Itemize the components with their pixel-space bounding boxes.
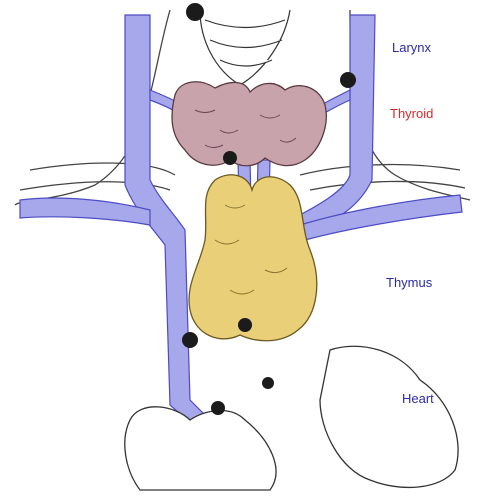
lymph-node xyxy=(182,332,198,348)
lymph-node xyxy=(262,377,274,389)
lymph-node xyxy=(238,318,252,332)
label-thymus: Thymus xyxy=(386,275,433,290)
thymus-gland xyxy=(189,175,317,341)
lymph-node xyxy=(186,3,204,21)
thyroid-gland xyxy=(172,82,326,166)
label-heart: Heart xyxy=(402,391,434,406)
label-larynx: Larynx xyxy=(392,40,432,55)
lymph-node xyxy=(340,72,356,88)
larynx-structure xyxy=(200,10,290,85)
lymph-node xyxy=(211,401,225,415)
label-thyroid: Thyroid xyxy=(390,106,433,121)
lymph-node xyxy=(223,151,237,165)
